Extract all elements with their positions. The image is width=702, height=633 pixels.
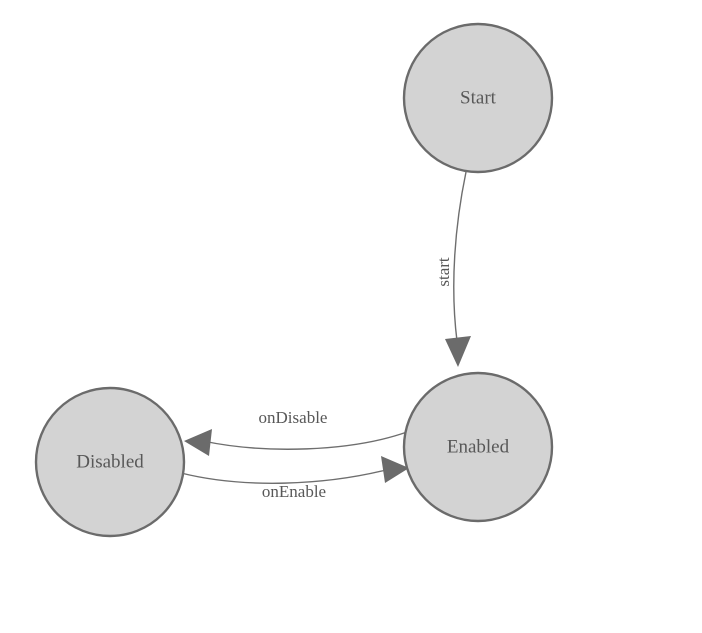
edge-label-onenable: onEnable [262,482,326,501]
state-node-disabled-label: Disabled [76,451,144,472]
edge-label-ondisable: onDisable [259,408,328,427]
state-node-enabled-label: Enabled [447,436,510,457]
edge-label-start: start [434,257,453,287]
edge-enabled-to-disabled[interactable]: onDisable [184,408,408,456]
edge-enabled-to-disabled-line [202,431,408,450]
state-node-disabled-circle[interactable] [34,386,186,538]
edge-disabled-to-enabled[interactable]: onEnable [180,456,409,501]
edge-enabled-to-disabled-arrowhead [184,429,212,456]
edge-start-to-enabled-line [453,171,467,342]
state-node-enabled[interactable]: Enabled [402,371,554,523]
edge-disabled-to-enabled-arrowhead [381,456,409,483]
state-node-enabled-circle[interactable] [402,371,554,523]
edge-disabled-to-enabled-line [180,469,387,484]
state-node-start-label: Start [460,87,497,108]
edge-start-to-enabled[interactable]: start [434,171,471,367]
state-node-disabled[interactable]: Disabled [34,386,186,538]
edge-start-to-enabled-arrowhead [445,336,471,367]
state-node-start-circle[interactable] [402,22,554,174]
state-node-start[interactable]: Start [402,22,554,174]
